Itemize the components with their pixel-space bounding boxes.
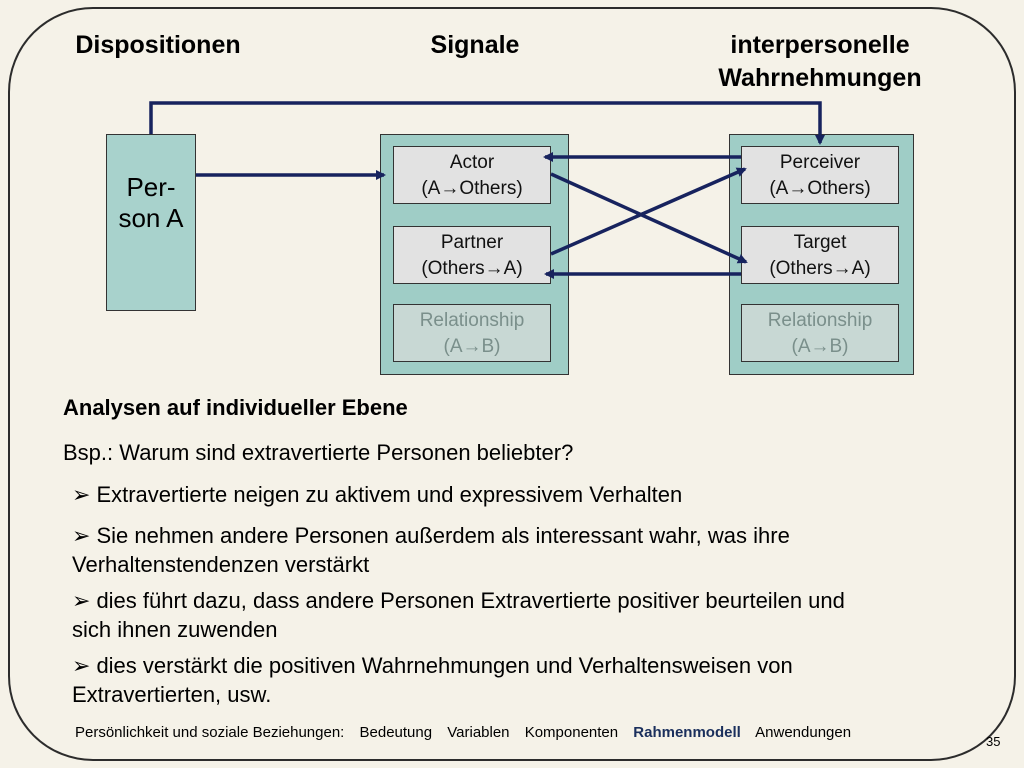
example-question: Bsp.: Warum sind extravertierte Personen… <box>63 440 574 465</box>
actor-sub: (A→Others) <box>421 178 523 199</box>
arrow-bullet-icon: ➢ <box>72 523 91 548</box>
bullet-text: Sie nehmen andere Personen außerdem als … <box>96 523 790 548</box>
bullet-text: dies verstärkt die positiven Wahrnehmung… <box>96 653 793 678</box>
analysis-heading: Analysen auf individueller Ebene <box>63 395 408 420</box>
perceiver-box: Perceiver (A→Others) <box>741 146 899 204</box>
perceiver-label: Perceiver <box>779 152 861 173</box>
bullet-line: ➢dies verstärkt die positiven Wahrnehmun… <box>72 651 992 680</box>
bullet-line: ➢Sie nehmen andere Personen außerdem als… <box>72 521 992 550</box>
bullet-item: ➢dies verstärkt die positiven Wahrnehmun… <box>72 651 992 709</box>
arrow-person-to-perceiver <box>149 101 825 145</box>
footer-nav: Persönlichkeit und soziale Beziehungen: … <box>75 724 862 741</box>
footer-link-rahmenmodell[interactable]: Rahmenmodell <box>633 724 741 741</box>
bullet-item: ➢Extravertierte neigen zu aktivem und ex… <box>72 480 992 509</box>
partner-label: Partner <box>440 232 504 253</box>
header-wahrnehmungen: interpersonelle Wahrnehmungen <box>680 29 960 95</box>
target-sub: (Others→A) <box>769 258 871 279</box>
perceiver-sub: (A→Others) <box>769 178 871 199</box>
bullet-line: ➢dies führt dazu, dass andere Personen E… <box>72 586 992 615</box>
footer-link-bedeutung[interactable]: Bedeutung <box>359 724 433 741</box>
person-label-line2: son A <box>118 203 184 233</box>
relationship-signal-label: Relationship <box>419 310 525 331</box>
header-dispositionen: Dispositionen <box>75 31 241 59</box>
bullet-item: ➢dies führt dazu, dass andere Personen E… <box>72 586 992 644</box>
slide-frame <box>8 7 1016 761</box>
partner-box: Partner (Others→A) <box>393 226 551 284</box>
person-a-box: Per- son A <box>106 134 196 311</box>
target-box: Target (Others→A) <box>741 226 899 284</box>
bullet-line: ➢Extravertierte neigen zu aktivem und ex… <box>72 480 992 509</box>
footer-link-variablen[interactable]: Variablen <box>447 724 510 741</box>
arrow-bullet-icon: ➢ <box>72 482 91 507</box>
actor-label: Actor <box>449 152 495 173</box>
header-signale: Signale <box>430 31 520 59</box>
relationship-signal-box: Relationship (A→B) <box>393 304 551 362</box>
bullet-text: Extravertierte neigen zu aktivem und exp… <box>96 482 683 507</box>
bullet-line-continued: Extravertierten, usw. <box>72 682 272 707</box>
bullet-text: dies führt dazu, dass andere Personen Ex… <box>96 588 845 613</box>
bullet-line-continued: Verhaltenstendenzen verstärkt <box>72 552 370 577</box>
partner-sub: (Others→A) <box>421 258 523 279</box>
header-wahrnehmungen-line1: interpersonelle <box>730 31 910 59</box>
page-number: 35 <box>986 734 1001 749</box>
arrow-bullet-icon: ➢ <box>72 588 91 613</box>
target-label: Target <box>793 232 847 253</box>
person-label-line1: Per- <box>126 172 176 202</box>
relationship-perception-label: Relationship <box>767 310 873 331</box>
arrow-bullet-icon: ➢ <box>72 653 91 678</box>
bullet-item: ➢Sie nehmen andere Personen außerdem als… <box>72 521 992 579</box>
header-wahrnehmungen-line2: Wahrnehmungen <box>718 64 922 92</box>
footer-link-anwendungen[interactable]: Anwendungen <box>755 724 852 741</box>
footer-prefix: Persönlichkeit und soziale Beziehungen: <box>75 724 345 741</box>
arrow-actor-to-target <box>550 172 748 264</box>
relationship-signal-sub: (A→B) <box>443 336 501 357</box>
arrow-partner-to-perceiver <box>550 167 747 256</box>
relationship-perception-sub: (A→B) <box>791 336 849 357</box>
footer-link-komponenten[interactable]: Komponenten <box>524 724 619 741</box>
actor-box: Actor (A→Others) <box>393 146 551 204</box>
relationship-perception-box: Relationship (A→B) <box>741 304 899 362</box>
bullet-line-continued: sich ihnen zuwenden <box>72 617 278 642</box>
